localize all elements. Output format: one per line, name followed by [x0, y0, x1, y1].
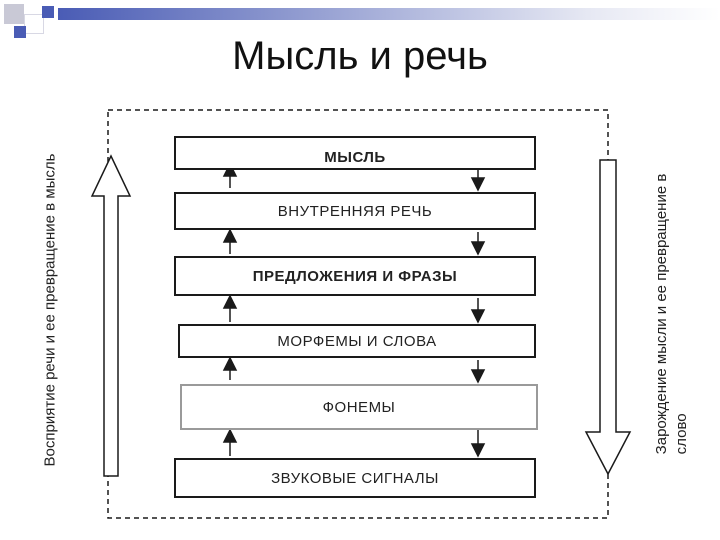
corner-square-1 — [4, 4, 24, 24]
right-caption: Зарождение мысли и ее превращение в слов… — [652, 174, 692, 455]
level-box-morphemes-words: МОРФЕМЫ И СЛОВА — [178, 324, 536, 358]
level-box-inner-speech: ВНУТРЕННЯЯ РЕЧЬ — [174, 192, 536, 230]
up-arrowhead-3 — [222, 294, 238, 309]
up-arrowhead-2 — [222, 228, 238, 243]
up-arrowhead-5 — [222, 428, 238, 443]
down-arrowhead-5 — [470, 443, 486, 458]
right-caption-line-2: слово — [673, 413, 690, 455]
left-up-arrow-icon — [90, 154, 132, 477]
down-arrows — [470, 168, 486, 458]
left-caption: Восприятие речи и ее превращение в мысль — [41, 153, 59, 467]
header-gradient-bar — [58, 8, 720, 20]
corner-square-4 — [14, 26, 26, 38]
level-box-phonemes: ФОНЕМЫ — [180, 384, 538, 430]
up-arrows — [222, 162, 238, 456]
down-arrowhead-3 — [470, 309, 486, 324]
level-box-sentences-phrases: ПРЕДЛОЖЕНИЯ И ФРАЗЫ — [174, 256, 536, 296]
down-arrowhead-2 — [470, 241, 486, 256]
up-arrowhead-4 — [222, 356, 238, 371]
down-arrowhead-1 — [470, 177, 486, 192]
down-arrowhead-4 — [470, 369, 486, 384]
dashed-frame — [107, 109, 609, 519]
right-caption-line-1: Зарождение мысли и ее превращение в — [653, 173, 670, 455]
corner-square-3 — [42, 6, 54, 18]
right-down-arrow-icon — [584, 159, 632, 476]
up-arrowhead-1 — [222, 162, 238, 177]
level-box-sound-signals: ЗВУКОВЫЕ СИГНАЛЫ — [174, 458, 536, 498]
page-title: Мысль и речь — [232, 34, 488, 78]
corner-square-2 — [24, 14, 44, 34]
level-box-thought: МЫСЛЬ — [174, 136, 536, 170]
